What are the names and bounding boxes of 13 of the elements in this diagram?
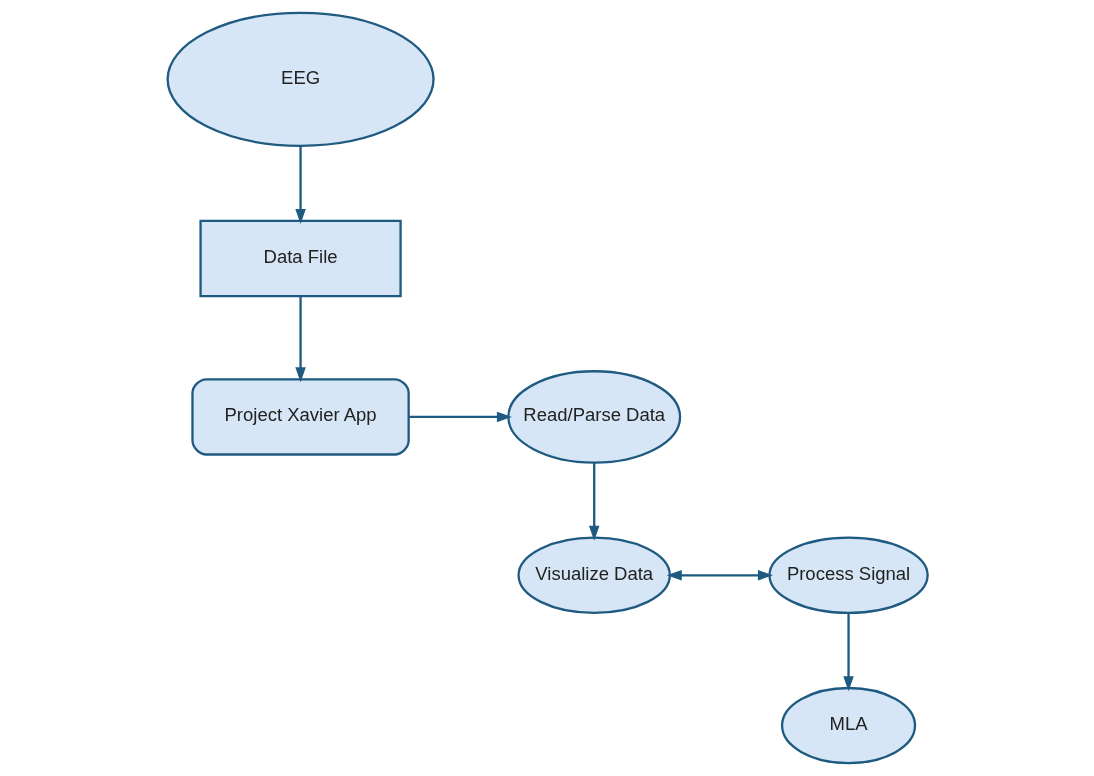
arrow — [666, 570, 773, 581]
node-ellipse: MLA — [780, 686, 916, 765]
node-ellipse: Process Signal — [767, 536, 929, 614]
arrow — [588, 462, 599, 541]
node-box: Project Xavier App — [190, 378, 410, 456]
arrow — [842, 613, 854, 692]
arrow — [294, 296, 306, 383]
node-ellipse: Read/Parse Data — [506, 370, 681, 464]
arrow — [408, 411, 512, 423]
node-ellipse: EEG — [165, 11, 435, 147]
arrow — [294, 145, 306, 224]
node-box: Data File — [198, 219, 402, 298]
node-ellipse: Visualize Data — [516, 536, 671, 614]
